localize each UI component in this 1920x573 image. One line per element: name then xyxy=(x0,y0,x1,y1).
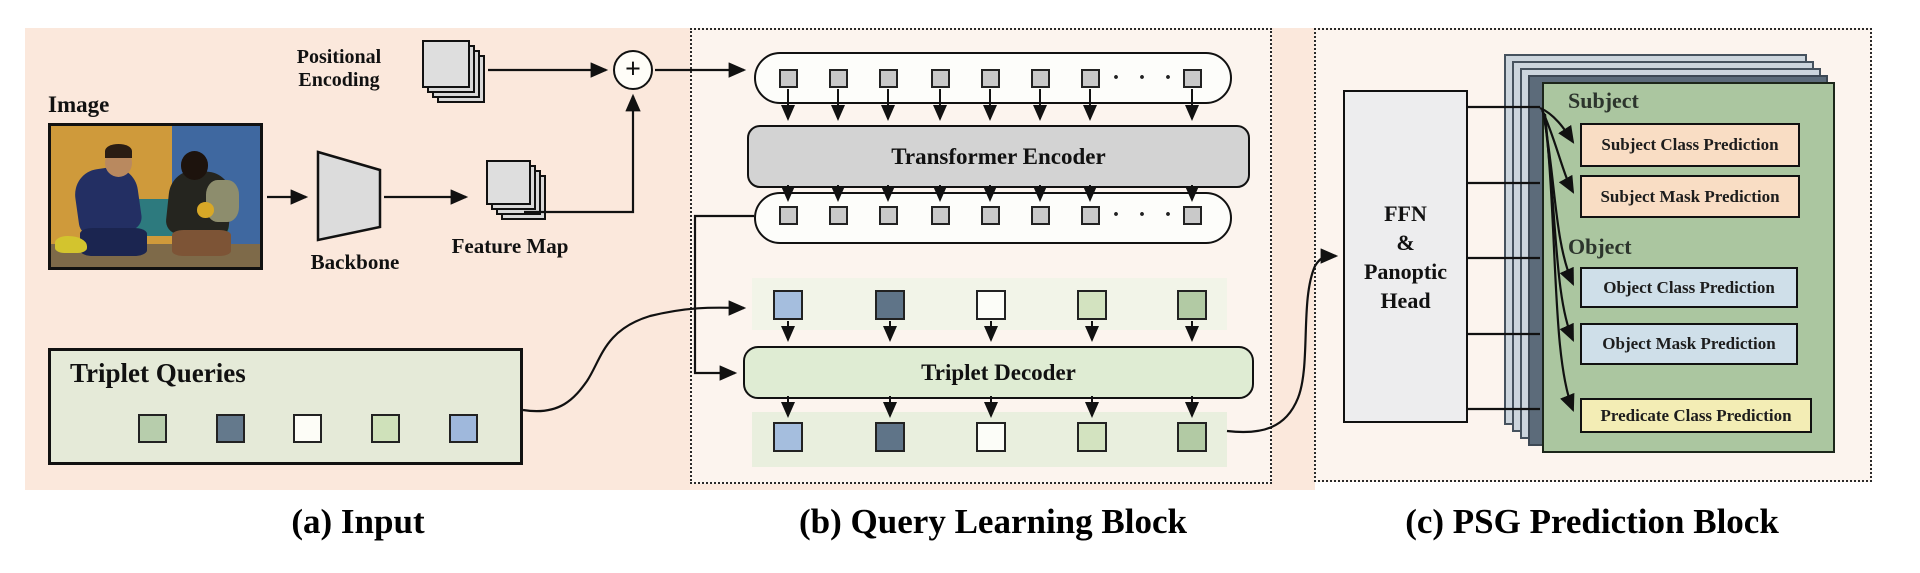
triplet-query-square xyxy=(370,414,400,443)
subject-mask-prediction-box: Subject Mask Prediction xyxy=(1580,175,1800,218)
decoder-input-query xyxy=(1077,290,1107,320)
triplet-query-square xyxy=(292,414,322,443)
encoder-output-token xyxy=(778,206,798,225)
decoder-output-query xyxy=(875,422,905,452)
ffn-line-3: Panoptic xyxy=(1363,258,1448,284)
object-mask-prediction-box: Object Mask Prediction xyxy=(1580,323,1798,365)
positional-encoding-label: Positional Encoding xyxy=(284,46,394,92)
encoder-output-token xyxy=(930,206,950,225)
encoder-input-token xyxy=(930,69,950,88)
positional-encoding-line1: Positional xyxy=(296,46,382,68)
ffn-line-2: & xyxy=(1396,229,1415,255)
triplet-queries-box xyxy=(48,348,523,465)
encoder-input-token xyxy=(980,69,1000,88)
encoder-input-token xyxy=(878,69,898,88)
backbone-label: Backbone xyxy=(310,250,400,274)
encoder-input-token xyxy=(828,69,848,88)
object-section-label: Object xyxy=(1568,234,1632,259)
decoder-output-query xyxy=(773,422,803,452)
triplet-query-square xyxy=(137,414,167,443)
triplet-decoder-label: Triplet Decoder xyxy=(921,359,1076,385)
object-class-prediction-label: Object Class Prediction xyxy=(1603,277,1775,297)
decoder-input-query xyxy=(976,290,1006,320)
input-image xyxy=(48,123,263,270)
object-class-prediction-box: Object Class Prediction xyxy=(1580,267,1798,308)
photo-person-left-legs xyxy=(80,227,148,256)
photo-person-left-hair xyxy=(105,144,133,159)
feature-map-label: Feature Map xyxy=(451,234,569,258)
transformer-encoder-box: Transformer Encoder xyxy=(747,125,1250,188)
add-operator: + xyxy=(613,50,653,90)
triplet-decoder-box: Triplet Decoder xyxy=(743,346,1254,399)
decoder-input-query xyxy=(1177,290,1207,320)
decoder-output-query xyxy=(976,422,1006,452)
encoder-output-token xyxy=(1182,206,1202,225)
decoder-input-query xyxy=(773,290,803,320)
encoder-input-token xyxy=(778,69,798,88)
ffn-panoptic-head-box: FFN & Panoptic Head xyxy=(1343,90,1468,423)
caption-input: (a) Input xyxy=(291,502,425,541)
positional-encoding-line2: Encoding xyxy=(298,69,380,91)
feature-map-stack xyxy=(486,160,548,222)
encoder-input-token xyxy=(1080,69,1100,88)
encoder-output-token xyxy=(1030,206,1050,225)
caption-psg-prediction-block: (c) PSG Prediction Block xyxy=(1405,502,1779,541)
ffn-line-1: FFN xyxy=(1384,200,1427,226)
decoder-input-query xyxy=(875,290,905,320)
object-mask-prediction-label: Object Mask Prediction xyxy=(1602,334,1776,353)
photo-person-right-badge xyxy=(197,202,215,218)
positional-encoding-stack xyxy=(422,40,486,104)
encoder-input-token xyxy=(1030,69,1050,88)
encoder-output-token xyxy=(1080,206,1100,225)
photo-person-right-head xyxy=(180,151,208,180)
decoder-output-query xyxy=(1177,422,1207,452)
predicate-class-prediction-box: Predicate Class Prediction xyxy=(1580,398,1812,433)
triplet-queries-label: Triplet Queries xyxy=(70,358,246,388)
predicate-class-prediction-label: Predicate Class Prediction xyxy=(1600,405,1792,425)
encoder-output-token xyxy=(878,206,898,225)
triplet-query-square xyxy=(448,414,478,443)
encoder-input-ellipsis: · · · xyxy=(1112,65,1179,91)
image-label: Image xyxy=(48,92,110,117)
encoder-output-ellipsis: · · · xyxy=(1112,202,1179,228)
photo-person-right-legs xyxy=(172,230,231,256)
transformer-encoder-label: Transformer Encoder xyxy=(891,143,1106,169)
encoder-input-token xyxy=(1182,69,1202,88)
encoder-output-token xyxy=(828,206,848,225)
subject-mask-prediction-label: Subject Mask Prediction xyxy=(1600,186,1780,206)
subject-class-prediction-label: Subject Class Prediction xyxy=(1601,135,1779,154)
caption-query-learning-block: (b) Query Learning Block xyxy=(799,502,1187,541)
triplet-query-square xyxy=(215,414,245,443)
decoder-output-query xyxy=(1077,422,1107,452)
subject-class-prediction-box: Subject Class Prediction xyxy=(1580,123,1800,167)
photo-shoe xyxy=(55,235,87,253)
ffn-line-4: Head xyxy=(1380,287,1431,313)
subject-section-label: Subject xyxy=(1568,88,1639,113)
encoder-output-token xyxy=(980,206,1000,225)
